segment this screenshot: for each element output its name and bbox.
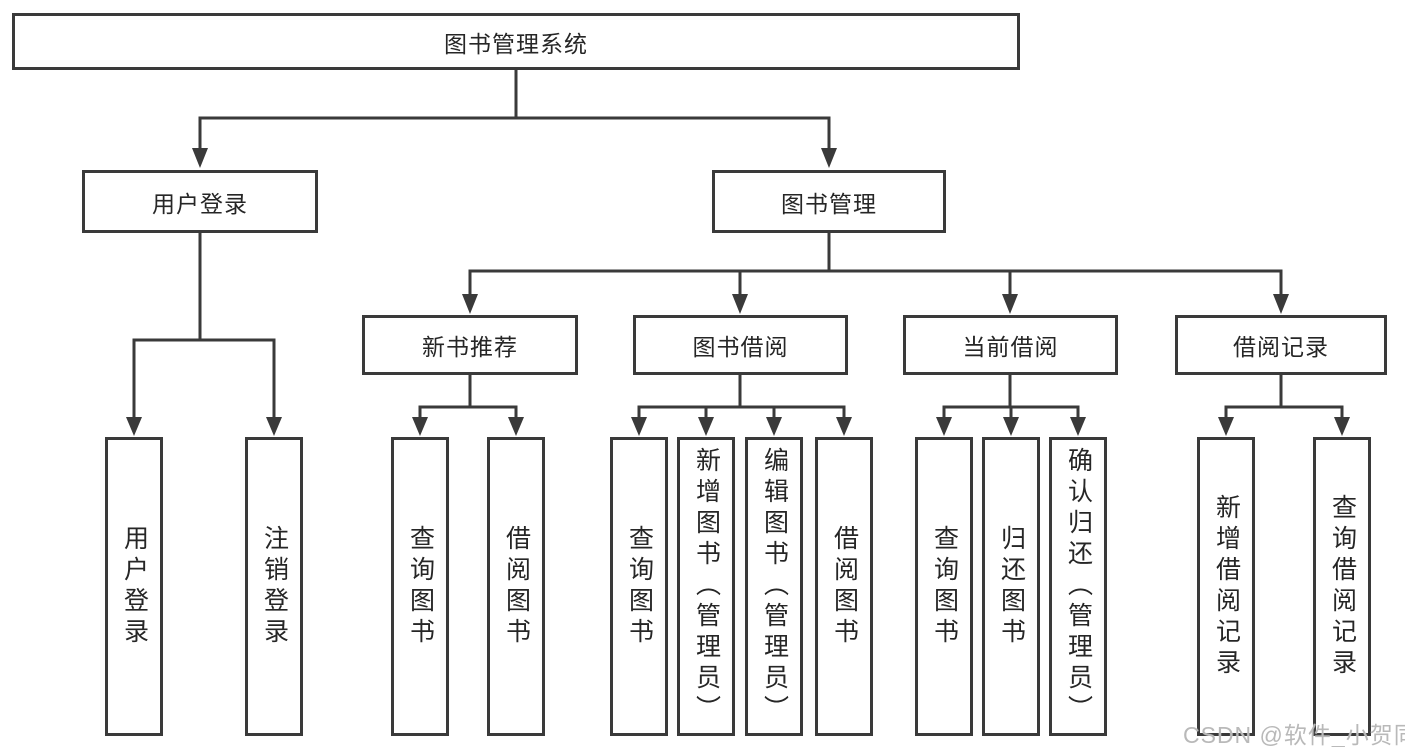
arrowhead-down-icon [266, 417, 282, 436]
node-label: 借阅记录 [1233, 334, 1329, 360]
arrowhead-down-icon [936, 417, 952, 436]
leaf-confirm-return-admin: 确认归还（管理员） [1049, 437, 1107, 736]
arrowhead-down-icon [836, 417, 852, 436]
node-label: 图书管理系统 [444, 30, 588, 57]
node-label: 图书借阅 [692, 334, 789, 360]
leaf-user-login: 用户登录 [105, 437, 163, 736]
leaf-query-books-current: 查询图书 [915, 437, 973, 736]
node-label: 图书管理 [781, 190, 877, 217]
arrowhead-down-icon [126, 417, 142, 436]
node-label: 编辑图书（管理员） [760, 447, 789, 726]
arrowhead-down-icon [1334, 417, 1350, 436]
node-label: 注销登录 [260, 524, 289, 649]
connector-book-borrow-children [631, 375, 852, 436]
node-label: 用户登录 [120, 524, 149, 649]
node-label: 确认归还（管理员） [1064, 447, 1093, 726]
connector-borrow-record-children [1218, 375, 1350, 436]
connector-new-book-rec-children [412, 375, 524, 436]
leaf-query-borrow-record: 查询借阅记录 [1313, 437, 1371, 736]
arrowhead-down-icon [698, 417, 714, 436]
node-root: 图书管理系统 [12, 13, 1020, 70]
watermark: CSDN @软件_小贺同学 [1183, 722, 1405, 747]
arrowhead-down-icon [1070, 417, 1086, 436]
node-book-borrow: 图书借阅 [633, 315, 848, 375]
node-book-mgmt: 图书管理 [712, 170, 946, 233]
node-label: 新增借阅记录 [1212, 493, 1241, 680]
arrowhead-down-icon [766, 417, 782, 436]
arrowhead-down-icon [412, 417, 428, 436]
arrowhead-down-icon [821, 148, 837, 168]
node-label: 新增图书（管理员） [692, 447, 721, 726]
node-new-book-rec: 新书推荐 [362, 315, 578, 375]
node-label: 借阅图书 [502, 524, 531, 649]
leaf-edit-book-admin: 编辑图书（管理员） [745, 437, 803, 736]
node-label: 借阅图书 [830, 524, 859, 649]
leaf-return-book: 归还图书 [982, 437, 1040, 736]
node-borrow-record: 借阅记录 [1175, 315, 1387, 375]
node-label: 查询借阅记录 [1328, 493, 1357, 680]
arrowhead-down-icon [1003, 417, 1019, 436]
arrowhead-down-icon [192, 148, 208, 168]
leaf-add-book-admin: 新增图书（管理员） [677, 437, 735, 736]
arrowhead-down-icon [631, 417, 647, 436]
leaf-query-books-borrow: 查询图书 [610, 437, 668, 736]
leaf-logout: 注销登录 [245, 437, 303, 736]
node-label: 查询图书 [406, 524, 435, 649]
arrowhead-down-icon [1273, 294, 1289, 314]
connector-root-children [192, 70, 837, 168]
leaf-add-borrow-record: 新增借阅记录 [1197, 437, 1255, 736]
arrowhead-down-icon [1002, 294, 1018, 314]
node-label: 归还图书 [997, 524, 1026, 649]
leaf-borrow-books-rec: 借阅图书 [487, 437, 545, 736]
arrowhead-down-icon [1218, 417, 1234, 436]
connector-book-mgmt-children [462, 233, 1289, 314]
connector-current-borrow-children [936, 375, 1086, 436]
node-label: 新书推荐 [422, 334, 518, 360]
connector-user-login-children [126, 233, 282, 436]
node-label: 查询图书 [625, 524, 654, 649]
arrowhead-down-icon [462, 294, 478, 314]
node-label: 查询图书 [930, 524, 959, 649]
node-label: 用户登录 [152, 190, 248, 217]
node-user-login: 用户登录 [82, 170, 318, 233]
arrowhead-down-icon [508, 417, 524, 436]
arrowhead-down-icon [732, 294, 748, 314]
node-current-borrow: 当前借阅 [903, 315, 1118, 375]
node-label: 当前借阅 [962, 334, 1059, 360]
leaf-borrow-books: 借阅图书 [815, 437, 873, 736]
leaf-query-books-rec: 查询图书 [391, 437, 449, 736]
